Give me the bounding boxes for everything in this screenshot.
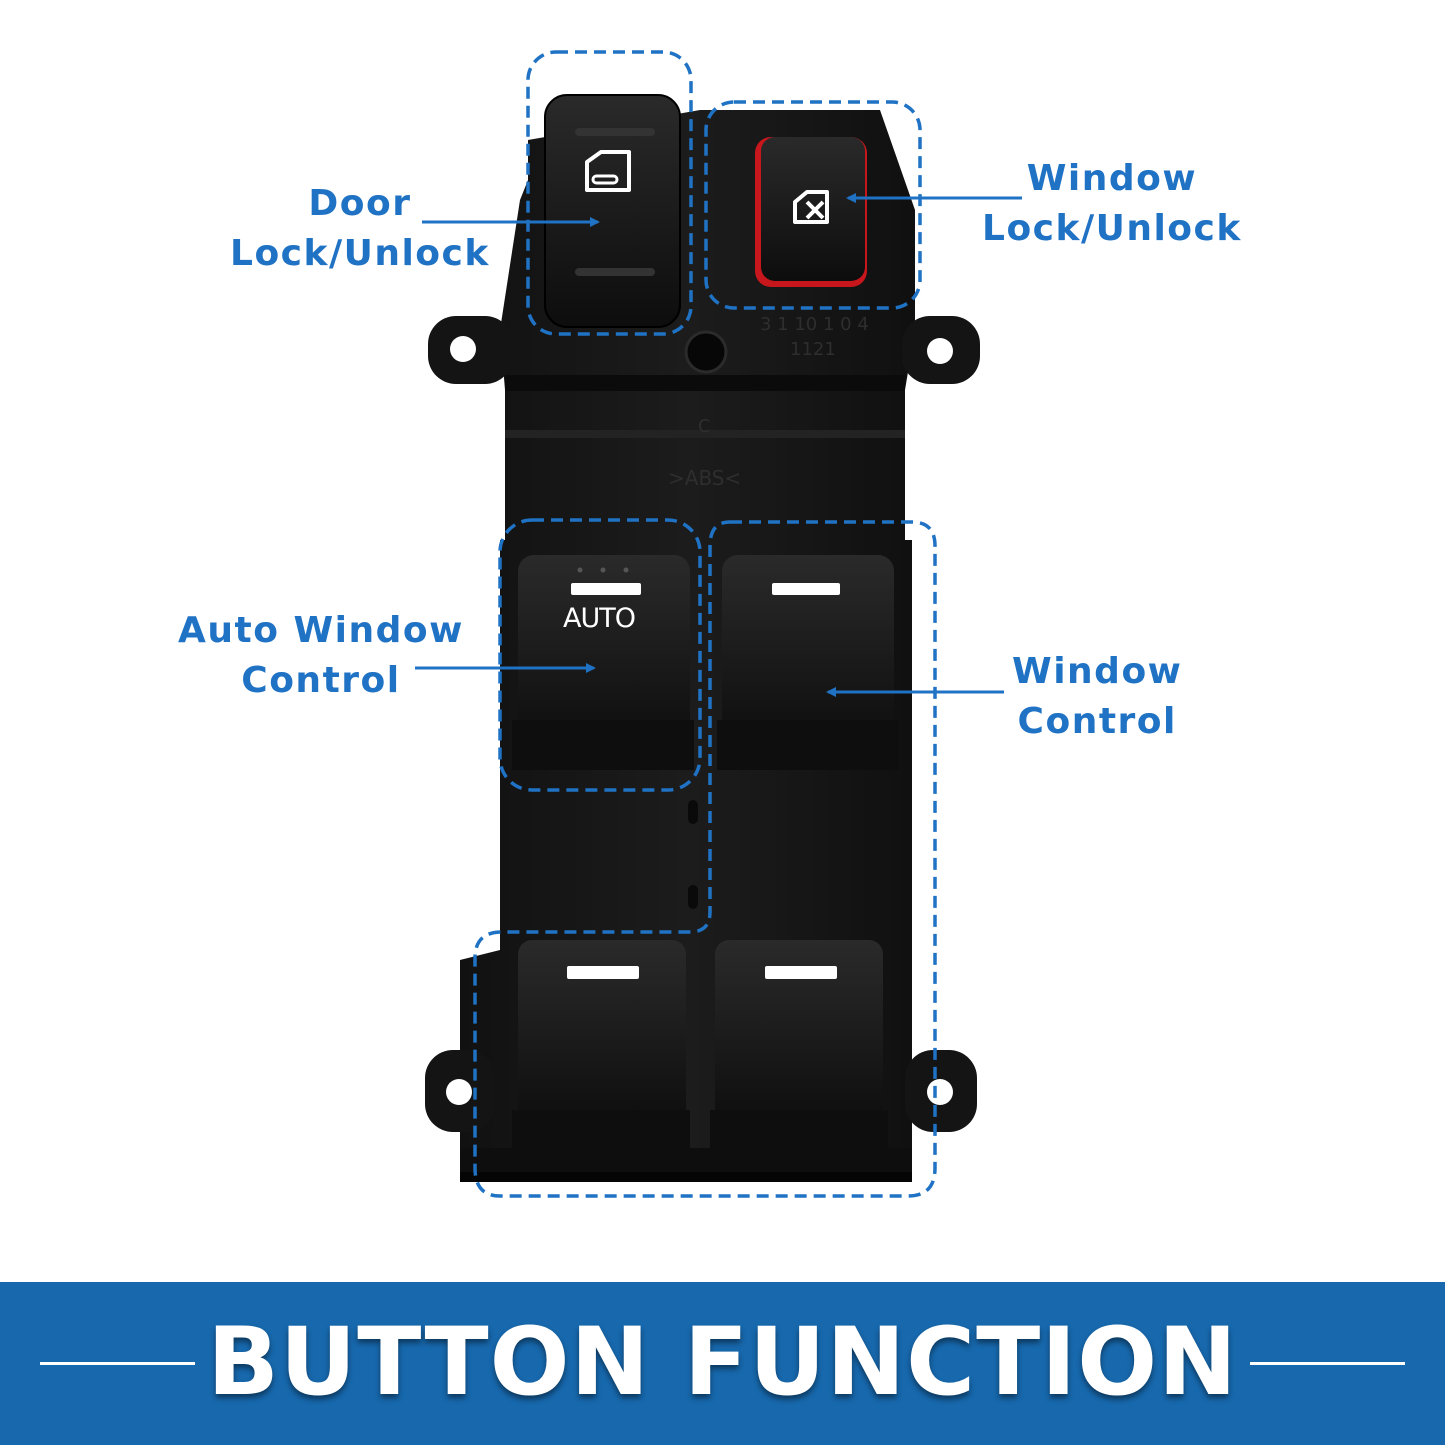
callout-door-lock-line1: Door bbox=[308, 183, 412, 224]
callout-auto-window: Auto Window Control bbox=[178, 606, 464, 706]
window-button-rear-right[interactable] bbox=[710, 940, 888, 1150]
svg-text:1121: 1121 bbox=[790, 339, 836, 360]
callout-door-lock-line2: Lock/Unlock bbox=[230, 233, 490, 274]
banner-title: BUTTON FUNCTION bbox=[207, 1308, 1238, 1417]
callout-window-lock: Window Lock/Unlock bbox=[982, 154, 1242, 254]
window-control-outline bbox=[473, 520, 937, 1198]
callout-window-control-line2: Control bbox=[1017, 701, 1177, 742]
door-lock-icon bbox=[585, 150, 631, 192]
window-switch-diagram: >ABS< 3 1 10 1 0 4 1121 C bbox=[415, 50, 1022, 1198]
svg-text:3 1 10 1 0 4: 3 1 10 1 0 4 bbox=[760, 314, 869, 335]
callout-auto-window-line1: Auto Window bbox=[178, 610, 464, 651]
banner-divider-left bbox=[40, 1362, 195, 1365]
switch-body: >ABS< 3 1 10 1 0 4 1121 C bbox=[425, 110, 980, 1182]
auto-window-outline bbox=[498, 518, 702, 792]
banner-divider-right bbox=[1250, 1362, 1405, 1365]
window-lock-outline bbox=[704, 100, 922, 310]
title-banner: BUTTON FUNCTION bbox=[0, 1282, 1445, 1445]
callout-auto-window-line2: Control bbox=[241, 660, 401, 701]
window-lock-icon bbox=[793, 190, 829, 224]
callout-window-lock-line1: Window bbox=[1026, 158, 1198, 199]
window-button-rear-left[interactable] bbox=[512, 940, 690, 1150]
door-lock-button[interactable] bbox=[544, 94, 681, 328]
window-button-front-right[interactable] bbox=[717, 555, 899, 770]
svg-text:>ABS<: >ABS< bbox=[668, 466, 741, 490]
auto-label: AUTO bbox=[563, 603, 636, 634]
svg-text:C: C bbox=[698, 416, 711, 437]
callout-window-control: Window Control bbox=[1012, 647, 1182, 747]
callout-window-control-line1: Window bbox=[1012, 651, 1183, 692]
callout-arrows bbox=[415, 193, 1022, 697]
highlight-outlines bbox=[473, 50, 937, 1198]
callout-door-lock: Door Lock/Unlock bbox=[230, 179, 490, 279]
auto-window-button[interactable] bbox=[512, 555, 694, 770]
callout-window-lock-line2: Lock/Unlock bbox=[982, 208, 1242, 249]
door-lock-outline bbox=[526, 50, 693, 336]
